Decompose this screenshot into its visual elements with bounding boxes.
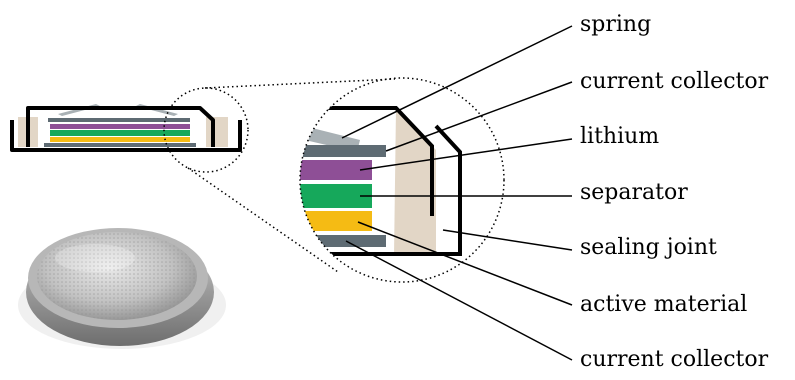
- coin-highlight: [55, 244, 135, 272]
- magnifier-connector-top: [205, 79, 395, 88]
- leader-current-collector-top: [386, 82, 572, 151]
- label-separator: separator: [580, 182, 688, 204]
- leader-current-collector-bottom: [346, 241, 572, 360]
- coin-cell-illustration: [18, 228, 226, 349]
- zoom-current-collector-bottom: [296, 235, 386, 247]
- small-lithium-layer: [50, 124, 190, 129]
- small-active-material-layer: [50, 137, 190, 142]
- leader-spring: [342, 26, 572, 138]
- label-active-material: active material: [580, 294, 747, 316]
- zoomed-cross-section: [296, 108, 460, 256]
- leader-sealing-joint: [443, 230, 572, 250]
- coin-knurl-texture: [37, 232, 197, 320]
- zoom-current-collector-top: [296, 145, 386, 157]
- zoom-active-material: [296, 211, 372, 231]
- small-separator-layer: [50, 130, 190, 136]
- label-lithium: lithium: [580, 126, 659, 148]
- small-current-collector-bottom: [44, 143, 196, 147]
- leader-lithium: [360, 139, 572, 170]
- label-current-collector-bottom: current collector: [580, 349, 768, 371]
- leader-lines: [342, 26, 572, 360]
- small-sealing-right: [206, 117, 228, 147]
- label-spring: spring: [580, 14, 651, 36]
- label-current-collector-top: current collector: [580, 71, 768, 93]
- label-sealing-joint: sealing joint: [580, 237, 717, 259]
- small-cell-cross-section: [12, 104, 240, 150]
- small-current-collector-top: [48, 118, 190, 122]
